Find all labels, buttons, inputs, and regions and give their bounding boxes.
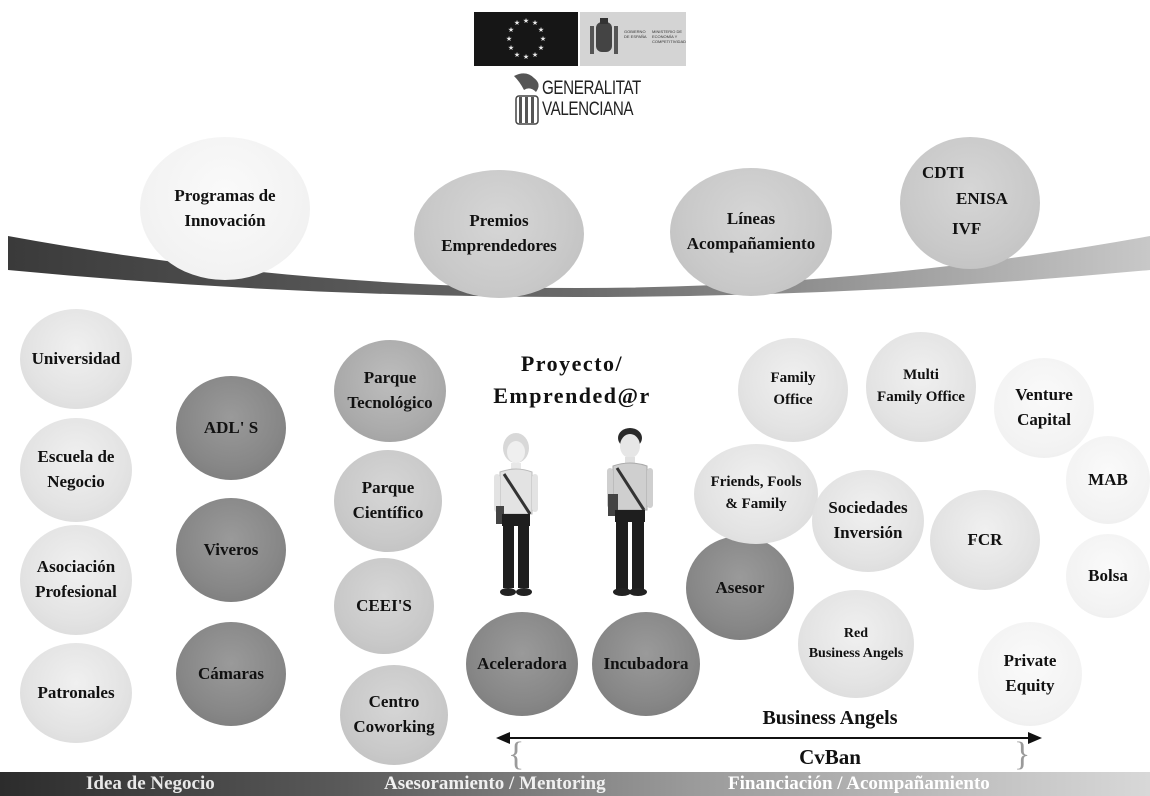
bubble-asociacion-profesional: Asociación Profesional — [20, 525, 132, 635]
bubble-camaras: Cámaras — [176, 622, 286, 726]
svg-text:★: ★ — [508, 26, 514, 34]
cdti-label: CDTI — [922, 163, 965, 182]
generalitat-logo: GENERALITAT VALENCIANA — [508, 70, 648, 128]
bubble-friends-fools-family: Friends, Fools & Family — [694, 444, 818, 544]
svg-text:★: ★ — [514, 19, 520, 27]
footer-idea-negocio: Idea de Negocio — [86, 773, 215, 794]
bubble-fcr: FCR — [930, 490, 1040, 590]
bubble-sociedades-inversion: Sociedades Inversión — [812, 470, 924, 572]
bubble-multi-family-office: Multi Family Office — [866, 332, 976, 442]
bubble-universidad: Universidad — [20, 309, 132, 409]
coat-of-arms-icon — [590, 18, 618, 54]
footer-band: Idea de Negocio Asesoramiento / Mentorin… — [0, 772, 1150, 796]
svg-text:★: ★ — [532, 51, 538, 59]
bubble-venture-capital: Venture Capital — [994, 358, 1094, 458]
bubble-red-business-angels: Red Business Angels — [798, 590, 914, 698]
svg-text:★: ★ — [514, 51, 520, 59]
bubble-family-office: Family Office — [738, 338, 848, 442]
ivf-label: IVF — [952, 219, 982, 238]
eu-stars-icon: ★★★★ ★★★★ ★★★★ — [506, 17, 546, 61]
curved-band — [8, 236, 1150, 297]
generalitat-text: GENERALITAT — [542, 78, 641, 99]
business-angels-arrow — [496, 732, 1042, 744]
cvban-label: CvBan — [799, 745, 861, 769]
bubble-bolsa: Bolsa — [1066, 534, 1150, 618]
bubble-cdti-enisa-ivf: CDTI ENISA IVF — [900, 137, 1040, 269]
svg-text:★: ★ — [523, 17, 529, 25]
business-angels-label: Business Angels — [762, 707, 898, 729]
bubble-programas-innovacion: Programas de Innovación — [140, 137, 310, 280]
enisa-label: ENISA — [956, 189, 1008, 208]
female-entrepreneur-icon — [494, 433, 538, 596]
bubble-ceeis: CEEI'S — [334, 558, 434, 654]
gobierno-text: GOBIERNO DE ESPAÑA — [624, 29, 647, 39]
svg-text:★: ★ — [538, 44, 544, 52]
svg-text:★: ★ — [506, 35, 512, 43]
left-brace-icon: { — [508, 736, 525, 773]
footer-asesoramiento: Asesoramiento / Mentoring — [384, 773, 606, 794]
bubble-incubadora: Incubadora — [592, 612, 700, 716]
bubble-mab: MAB — [1066, 436, 1150, 524]
bubble-parque-cientifico: Parque Científico — [334, 450, 442, 552]
svg-text:★: ★ — [508, 44, 514, 52]
footer-financiacion: Financiación / Acompañamiento — [728, 773, 990, 794]
male-entrepreneur-icon — [607, 428, 653, 596]
proyecto-emprendedor-title: Proyecto/ Emprended@r — [493, 351, 651, 408]
bubble-lineas-acompanamiento: Líneas Acompañamiento — [670, 168, 832, 296]
svg-text:★: ★ — [540, 35, 546, 43]
ministerio-text: MINISTERIO DE ECONOMÍA Y COMPETITIVIDAD — [652, 29, 687, 44]
bubble-premios-emprendedores: Premios Emprendedores — [414, 170, 584, 298]
bubble-viveros: Viveros — [176, 498, 286, 602]
right-brace-icon: } — [1014, 736, 1031, 773]
bubble-parque-tecnologico: Parque Tecnológico — [334, 340, 446, 442]
eu-flag-logo: ★★★★ ★★★★ ★★★★ — [474, 12, 578, 66]
svg-text:★: ★ — [532, 19, 538, 27]
valenciana-text: VALENCIANA — [542, 99, 634, 120]
bubble-patronales: Patronales — [20, 643, 132, 743]
bubble-asesor: Asesor — [686, 536, 794, 640]
bubble-escuela-negocio: Escuela de Negocio — [20, 418, 132, 522]
svg-text:★: ★ — [538, 26, 544, 34]
gobierno-logo: GOBIERNO DE ESPAÑA MINISTERIO DE ECONOMÍ… — [580, 12, 686, 66]
bubble-adls: ADL' S — [176, 376, 286, 480]
bubble-private-equity: Private Equity — [978, 622, 1082, 726]
bubble-centro-coworking: Centro Coworking — [340, 665, 448, 765]
svg-text:★: ★ — [523, 53, 529, 61]
bat-crest-icon — [514, 73, 539, 125]
bubble-aceleradora: Aceleradora — [466, 612, 578, 716]
